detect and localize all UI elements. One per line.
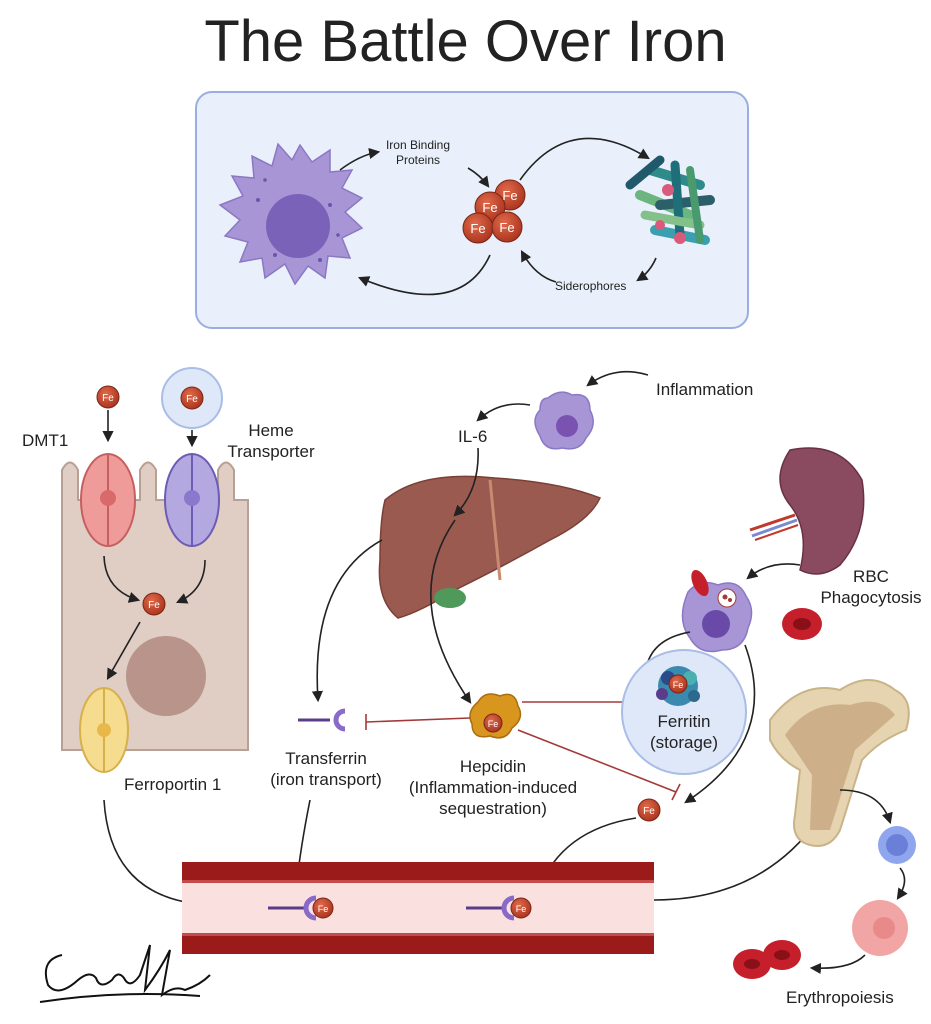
arrow-heme-to-fe (175, 559, 206, 604)
inhibit-hepcidin-fe (517, 729, 681, 801)
erythroblast (852, 900, 908, 956)
fe-label: Fe (499, 220, 514, 235)
fe-label: Fe (102, 393, 114, 404)
dmt1-transporter (80, 453, 136, 547)
ferroportin-transporter (79, 687, 129, 773)
arrow-blood-to-bone (653, 818, 820, 901)
ferroportin-label: Ferroportin 1 (124, 775, 222, 794)
arrow-macrophage-to-fe (684, 644, 756, 804)
heme-transporter (164, 453, 220, 547)
transferrin-symbol (298, 708, 346, 732)
arrow-cell-to-il6 (476, 403, 531, 422)
fe-label: Fe (643, 806, 655, 817)
iron-cluster: Fe Fe Fe Fe (462, 179, 526, 244)
arrow-bacteria-to-siderophores (636, 257, 657, 282)
fe-dmt1: Fe (96, 385, 120, 409)
arrow-liver-to-transferrin (311, 539, 383, 703)
fe-label: Fe (186, 394, 198, 405)
arrow-fe-to-ferroportin (106, 621, 141, 680)
mature-rbcs (733, 940, 801, 979)
transferrin-bound-fe-2: Fe (466, 895, 532, 921)
transferrin-label: Transferrin(iron transport) (270, 749, 382, 789)
fe-label: Fe (148, 600, 160, 611)
arrow-cell-to-proteins (339, 147, 381, 171)
arrow-progenitor-to-erythroblast (896, 867, 908, 900)
fe-label: Fe (516, 904, 527, 914)
liver (378, 475, 602, 619)
arrow-iron-to-bacteria (519, 137, 650, 181)
arrow-il6-to-liver (453, 447, 479, 517)
ferritin-complex: Fe (656, 666, 700, 706)
il6-label: IL-6 (458, 427, 488, 446)
signature (39, 944, 211, 1003)
top-panel (195, 91, 749, 329)
inhibit-hepcidin-transferrin (365, 714, 471, 730)
ferritin-storage-circle (621, 649, 747, 775)
dmt1-label: DMT1 (22, 431, 69, 450)
inflammation-label: Inflammation (656, 380, 754, 399)
arrow-liver-to-hepcidin (430, 519, 472, 704)
inhibit-hepcidin-ferritin (522, 694, 635, 710)
arrow-dmt1-to-fe (103, 555, 141, 603)
ferritin-label: Ferritin(storage) (649, 712, 719, 752)
blood-vessel (182, 862, 654, 954)
fe-label: Fe (488, 719, 499, 729)
arrow-erythroblast-to-rbc (809, 954, 866, 975)
phagocyte-macrophage (681, 569, 753, 653)
fe-label: Fe (470, 221, 485, 236)
fe-free: Fe (637, 798, 661, 822)
arrow-spleen-to-macrophage (746, 563, 801, 580)
page-title: The Battle Over Iron (204, 9, 727, 74)
erythropoiesis-label: Erythropoiesis (786, 988, 894, 1007)
progenitor-cell (878, 826, 916, 864)
arrow-inflammation-to-cell (586, 370, 649, 387)
fe-cytoplasm: Fe (142, 592, 166, 616)
fe-label: Fe (673, 680, 684, 690)
arrow-proteins-to-iron (467, 167, 490, 188)
bone (769, 679, 910, 847)
siderophores-label: Siderophores (555, 279, 627, 293)
hepcidin-molecule: Fe (469, 693, 522, 739)
arrow-iron-to-cell (357, 254, 491, 296)
arrow-bone-to-progenitor (839, 789, 893, 825)
inflammatory-cell (534, 391, 594, 450)
transferrin-bound-fe-1: Fe (268, 895, 334, 921)
fe-label: Fe (502, 188, 517, 203)
immune-cell-macrophage (218, 142, 364, 286)
fe-label: Fe (318, 904, 329, 914)
bacteria-cluster (625, 155, 715, 245)
arrow-siderophores-to-iron (520, 250, 557, 283)
spleen (749, 447, 865, 575)
red-blood-cell (782, 608, 822, 640)
fe-label: Fe (482, 200, 497, 215)
fe-heme: Fe (180, 386, 204, 410)
